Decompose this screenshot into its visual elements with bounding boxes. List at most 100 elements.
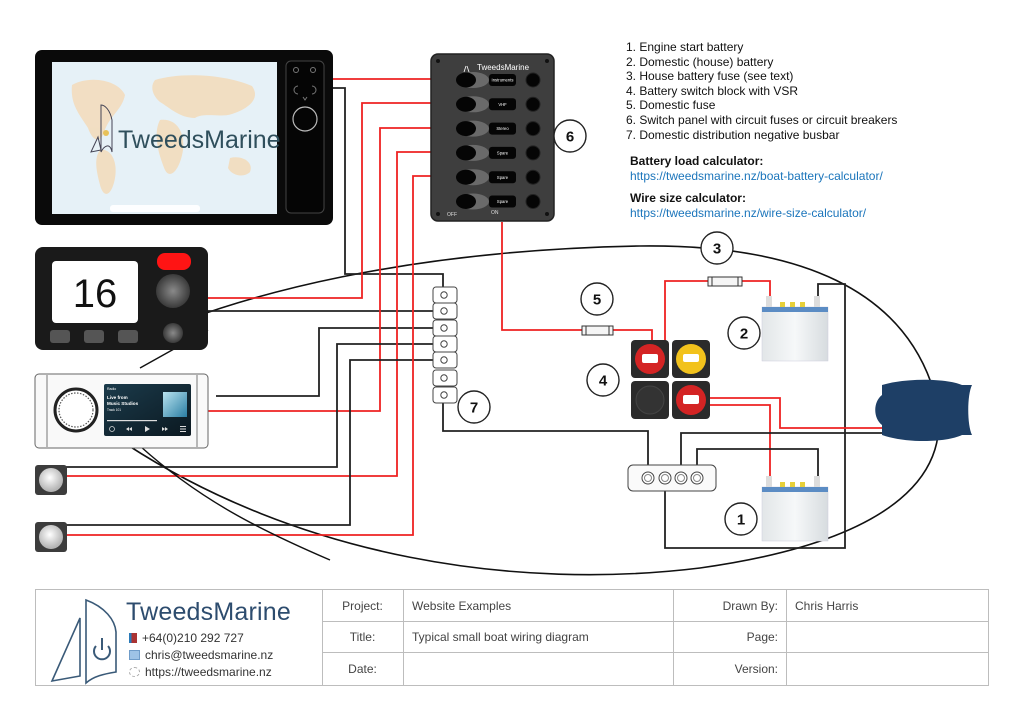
callout-4: 4 [586, 363, 620, 397]
wire-house-battery-negative [664, 283, 846, 549]
wire-light1-positive [66, 151, 462, 477]
legend-item: 7. Domestic distribution negative busbar [626, 127, 840, 142]
stereo-album-art [163, 392, 187, 417]
wire-engine-negative [680, 432, 888, 478]
mfd-rotary-knob[interactable] [292, 106, 318, 132]
rocker-switch[interactable] [456, 121, 476, 137]
legend-item: 4. Battery switch block with VSR [626, 83, 799, 98]
switch-label: Stereo [496, 126, 509, 131]
mfd-chartplotter[interactable]: TweedsMarine [35, 50, 333, 225]
switch-row: Instruments [456, 72, 541, 88]
title-block-logo [50, 598, 117, 685]
vhf-soft-key-1[interactable] [50, 330, 70, 343]
title-block-fields: Project: Website Examples Drawn By: Chri… [322, 590, 988, 685]
mfd-control-strip [285, 60, 325, 214]
rocker-switch[interactable] [456, 169, 476, 185]
marine-stereo[interactable]: Radio Live from Music Studios Track 101 [34, 373, 209, 449]
vhf-radio[interactable]: 16 [35, 247, 208, 350]
switch-label-plate [489, 171, 516, 184]
busbar-screw [440, 307, 448, 315]
switch-label-plate [489, 195, 516, 208]
stereo-prev-icon [126, 427, 132, 431]
legend: 1. Engine start battery 2. Domestic (hou… [626, 40, 897, 142]
vhf-distress-button[interactable] [157, 253, 191, 270]
email-text[interactable]: chris@tweedsmarine.nz [145, 648, 274, 662]
vhf-soft-key-3[interactable] [118, 330, 138, 343]
rocker-switch[interactable] [456, 194, 476, 209]
wire-switch-to-start-battery [705, 404, 771, 478]
mfd-direction-pad[interactable] [293, 67, 317, 101]
circuit-breaker[interactable] [525, 121, 541, 137]
main-negative-bus [627, 464, 717, 492]
circuit-breaker[interactable] [525, 194, 541, 209]
callout-number: 4 [599, 373, 608, 390]
circuit-breaker[interactable] [525, 72, 541, 88]
callout-number: 7 [470, 400, 478, 417]
stereo-artist: Music Studios [107, 401, 139, 406]
wire-size-calculator-block: Wire size calculator: https://tweedsmari… [630, 191, 866, 221]
title-block: TweedsMarine +64(0)210 292 727 chris@twe… [35, 589, 989, 686]
switch-label-plate [489, 98, 516, 111]
stereo-transport-controls[interactable] [109, 426, 187, 432]
contact-email: chris@tweedsmarine.nz [129, 648, 273, 662]
wire-light2-positive [66, 175, 462, 536]
rocker-switch[interactable] [456, 96, 476, 112]
circuit-breaker[interactable] [525, 96, 541, 112]
wire-stereo-negative [216, 327, 443, 397]
callout-3: 3 [700, 231, 734, 265]
rocker-switch[interactable] [456, 145, 476, 161]
wire-mfd-negative [328, 87, 444, 295]
callout-number: 2 [740, 326, 748, 343]
cabin-light-1[interactable] [35, 465, 67, 495]
callout-number: 3 [713, 241, 721, 258]
website-text[interactable]: https://tweedsmarine.nz [145, 665, 272, 679]
vhf-squelch-knob[interactable] [163, 323, 183, 343]
switch-row: VHF [456, 96, 541, 113]
switch-row: Spare [456, 169, 541, 186]
callout-6: 6 [553, 119, 587, 153]
wire-size-calculator-link[interactable]: https://tweedsmarine.nz/wire-size-calcul… [630, 206, 867, 220]
stereo-next-icon [162, 427, 168, 431]
rocker-switch[interactable] [456, 72, 476, 88]
version-value [787, 653, 988, 685]
switch-row: Spare [456, 193, 541, 210]
switch-label-plate [489, 146, 516, 159]
callout-2: 2 [727, 316, 761, 350]
switch-panel-off-label: OFF [447, 212, 457, 218]
legend-item: 3. House battery fuse (see text) [626, 69, 794, 84]
legend-item: 1. Engine start battery [626, 40, 744, 54]
title-block-brand: TweedsMarine [126, 598, 291, 626]
wire-panel-feed [501, 222, 582, 331]
callout-1: 1 [724, 502, 758, 536]
stereo-power-icon [109, 426, 115, 432]
legend-item: 5. Domestic fuse [626, 98, 716, 113]
circuit-breaker[interactable] [525, 145, 541, 161]
wire-light1-negative [66, 343, 443, 468]
project-label: Project: [322, 590, 404, 622]
switch-label-plate [489, 122, 516, 135]
stereo-subtitle: Track 101 [107, 408, 121, 412]
switch-row: Spare [456, 144, 541, 161]
circuit-breaker[interactable] [525, 169, 541, 185]
wire-light2-negative [66, 359, 443, 526]
wire-switch-to-fuse3 [664, 280, 708, 345]
mfd-brand-text: TweedsMarine [118, 126, 281, 154]
stereo-source-label: Radio [107, 387, 116, 391]
mfd-logo [90, 104, 113, 153]
wires [66, 78, 888, 549]
switch-label: Instruments [492, 78, 514, 83]
busbar-screw [440, 374, 448, 382]
cabin-light-2[interactable] [35, 522, 67, 552]
busbar-screw [440, 340, 448, 348]
battery-calculator-link[interactable]: https://tweedsmarine.nz/boat-battery-cal… [630, 169, 883, 183]
battery-switch-block [631, 340, 710, 419]
switch-label: Spare [497, 151, 509, 156]
switch-label: Spare [497, 175, 509, 180]
stereo-track-title: Live from [107, 395, 128, 400]
vhf-display [52, 261, 138, 323]
vhf-volume-knob[interactable] [156, 274, 190, 308]
vhf-soft-key-2[interactable] [84, 330, 104, 343]
title-label: Title: [322, 622, 404, 653]
legend-item: 2. Domestic (house) battery [626, 54, 774, 69]
version-label: Version: [674, 653, 787, 685]
